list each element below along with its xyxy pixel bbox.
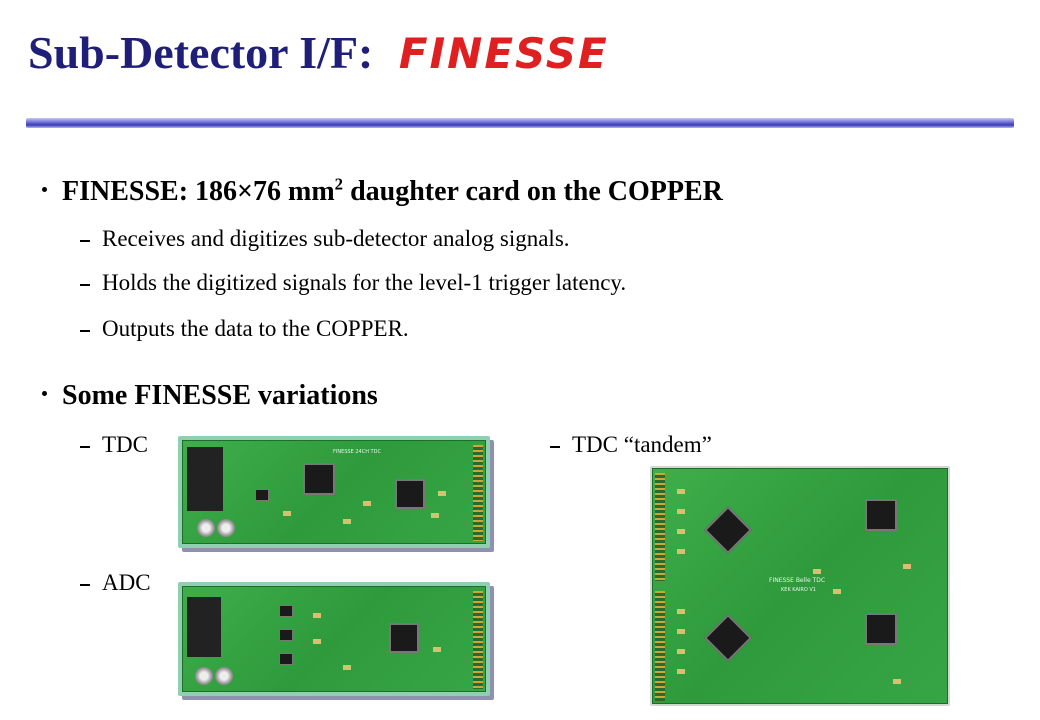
tandem-chip-2 [865, 499, 897, 531]
sub-bullet-dash [80, 584, 90, 586]
sub-bullet-text: TDC “tandem” [572, 432, 712, 457]
tdc-pin-strip [473, 445, 483, 541]
tandem-smd [677, 509, 685, 514]
tandem-smd [893, 679, 901, 684]
tandem-smd [677, 629, 685, 634]
sub-bullet-holds: Holds the digitized signals for the leve… [80, 270, 627, 296]
bullet-variations: Some FINESSE variations [42, 380, 378, 412]
sub-bullet-outputs: Outputs the data to the COPPER. [80, 316, 409, 342]
tandem-smd [677, 529, 685, 534]
title-divider [26, 118, 1014, 128]
adc-board-photo [178, 582, 490, 696]
adc-chip-main [389, 623, 419, 653]
bullet-finesse-spec: FINESSE: 186×76 mm2 daughter card on the… [42, 174, 723, 208]
tandem-smd [677, 489, 685, 494]
sub-bullet-text: Holds the digitized signals for the leve… [102, 270, 627, 295]
sub-bullet-dash [80, 330, 90, 332]
tdc-smd [431, 513, 439, 518]
spec-text-tail: daughter card on the COPPER [343, 176, 723, 207]
tandem-pin-strip-bottom [655, 591, 665, 701]
spec-text-pre: FINESSE: 186 [62, 176, 238, 207]
spec-text-post: 76 mm [253, 176, 335, 207]
sub-bullet-tandem: TDC “tandem” [550, 432, 712, 458]
tdc-silkscreen: FINESSE 24CH TDC [333, 449, 381, 455]
tdc-lemo-2 [217, 519, 235, 537]
tandem-pcb: FINESSE Belle TDC KEK KAIRO V1 [652, 468, 948, 704]
tandem-chip-3 [703, 613, 753, 663]
tandem-silkscreen-1: FINESSE Belle TDC [769, 577, 826, 584]
tandem-smd [677, 649, 685, 654]
slide-title: Sub-Detector I/F: FINESSE [28, 30, 609, 76]
tdc-tandem-board-photo: FINESSE Belle TDC KEK KAIRO V1 [650, 466, 950, 706]
sub-bullet-tdc: TDC [80, 432, 148, 458]
superscript-2: 2 [334, 174, 344, 194]
sub-bullet-dash [80, 446, 90, 448]
sub-bullet-text: Outputs the data to the COPPER. [102, 316, 409, 341]
tdc-connector [187, 447, 223, 511]
variations-text: Some FINESSE variations [62, 380, 378, 411]
adc-connector [187, 597, 221, 657]
adc-pcb [182, 586, 486, 692]
sub-bullet-text: ADC [102, 570, 151, 595]
sub-bullet-dash [80, 284, 90, 286]
bullet-dot [42, 187, 47, 192]
adc-chip-small-2 [279, 629, 293, 641]
adc-lemo-2 [215, 667, 233, 685]
times-symbol: × [237, 176, 254, 207]
sub-bullet-dash [550, 446, 560, 448]
tdc-chip-2 [395, 479, 425, 509]
slide-title-accent: FINESSE [398, 29, 609, 78]
tdc-lemo-1 [197, 519, 215, 537]
tdc-smd [363, 501, 371, 506]
tdc-chip-small [255, 489, 269, 501]
sub-bullet-adc: ADC [80, 570, 151, 596]
tandem-smd [677, 609, 685, 614]
slide-title-main: Sub-Detector I/F: [28, 27, 385, 78]
tandem-chip-4 [865, 613, 897, 645]
adc-chip-small-3 [279, 653, 293, 665]
sub-bullet-receives: Receives and digitizes sub-detector anal… [80, 226, 570, 252]
tandem-smd [677, 549, 685, 554]
adc-smd [433, 647, 441, 652]
tdc-smd [283, 511, 291, 516]
adc-smd [343, 665, 351, 670]
tdc-smd [438, 491, 446, 496]
adc-chip-small-1 [279, 605, 293, 617]
adc-lemo-1 [195, 667, 213, 685]
sub-bullet-dash [80, 240, 90, 242]
adc-smd [313, 613, 321, 618]
tdc-pcb: FINESSE 24CH TDC [182, 440, 486, 544]
tdc-smd [343, 519, 351, 524]
tandem-silkscreen-2: KEK KAIRO V1 [781, 587, 816, 593]
sub-bullet-text: Receives and digitizes sub-detector anal… [102, 226, 570, 251]
tandem-chip-1 [703, 505, 753, 555]
tandem-smd [813, 569, 821, 574]
tandem-smd [903, 564, 911, 569]
tdc-board-photo: FINESSE 24CH TDC [178, 436, 490, 548]
tandem-pin-strip-top [655, 473, 665, 581]
adc-smd [313, 639, 321, 644]
tandem-smd [833, 589, 841, 594]
sub-bullet-text: TDC [102, 432, 148, 457]
tdc-chip-1 [303, 463, 335, 495]
adc-pin-strip [473, 591, 483, 689]
tandem-smd [677, 669, 685, 674]
bullet-dot [42, 391, 47, 396]
